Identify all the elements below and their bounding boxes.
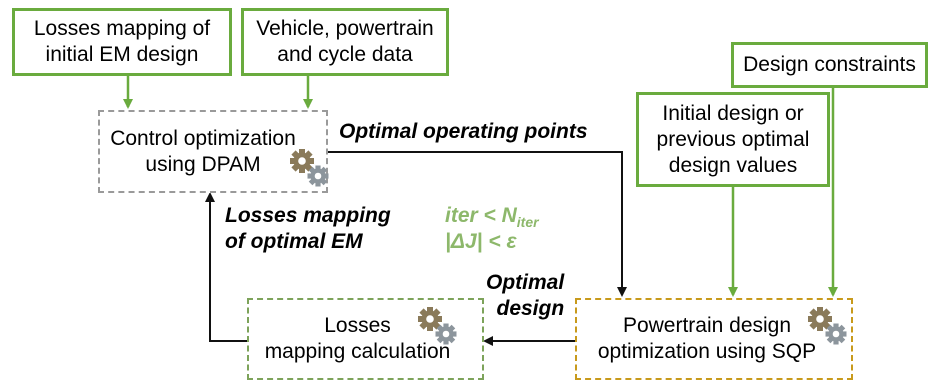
vehicle-data-box: Vehicle, powertrain and cycle data <box>241 8 449 76</box>
losses-calculation-text: Losses mapping calculation <box>264 314 451 363</box>
gears-icon <box>808 307 847 345</box>
powertrain-optimization-box: Powertrain design optimization using SQP <box>575 298 853 380</box>
gears-icon <box>418 307 457 345</box>
iter-condition-label: iter < Niter <box>445 203 539 229</box>
gears-icon <box>290 149 329 187</box>
arrow-losses-to-control <box>205 192 247 342</box>
optimal-operating-points-label: Optimal operating points <box>339 120 588 143</box>
losses-mapping-initial-text: Losses mapping of initial EM design <box>33 17 211 66</box>
delta-j-condition-label: |ΔJ| < ε <box>445 230 517 253</box>
vehicle-data-text: Vehicle, powertrain and cycle data <box>256 17 434 66</box>
powertrain-optimization-text: Powertrain design optimization using SQP <box>597 314 817 363</box>
design-constraints-text: Design constraints <box>743 53 916 76</box>
iter-subscript: iter <box>516 214 539 231</box>
arrow-control-to-powertrain <box>328 151 627 297</box>
control-optimization-text: Control optimization using DPAM <box>110 126 296 176</box>
losses-mapping-initial-box: Losses mapping of initial EM design <box>12 8 232 76</box>
control-optimization-box: Control optimization using DPAM <box>98 110 328 193</box>
losses-mapping-optimal-label: Losses mapping of optimal EM <box>225 204 391 253</box>
iter-condition-text: iter < N <box>445 204 517 227</box>
optimal-design-label: Optimal design <box>486 271 565 320</box>
initial-design-text: Initial design or previous optimal desig… <box>656 101 810 177</box>
initial-design-box: Initial design or previous optimal desig… <box>636 92 830 187</box>
design-constraints-box: Design constraints <box>731 42 928 88</box>
